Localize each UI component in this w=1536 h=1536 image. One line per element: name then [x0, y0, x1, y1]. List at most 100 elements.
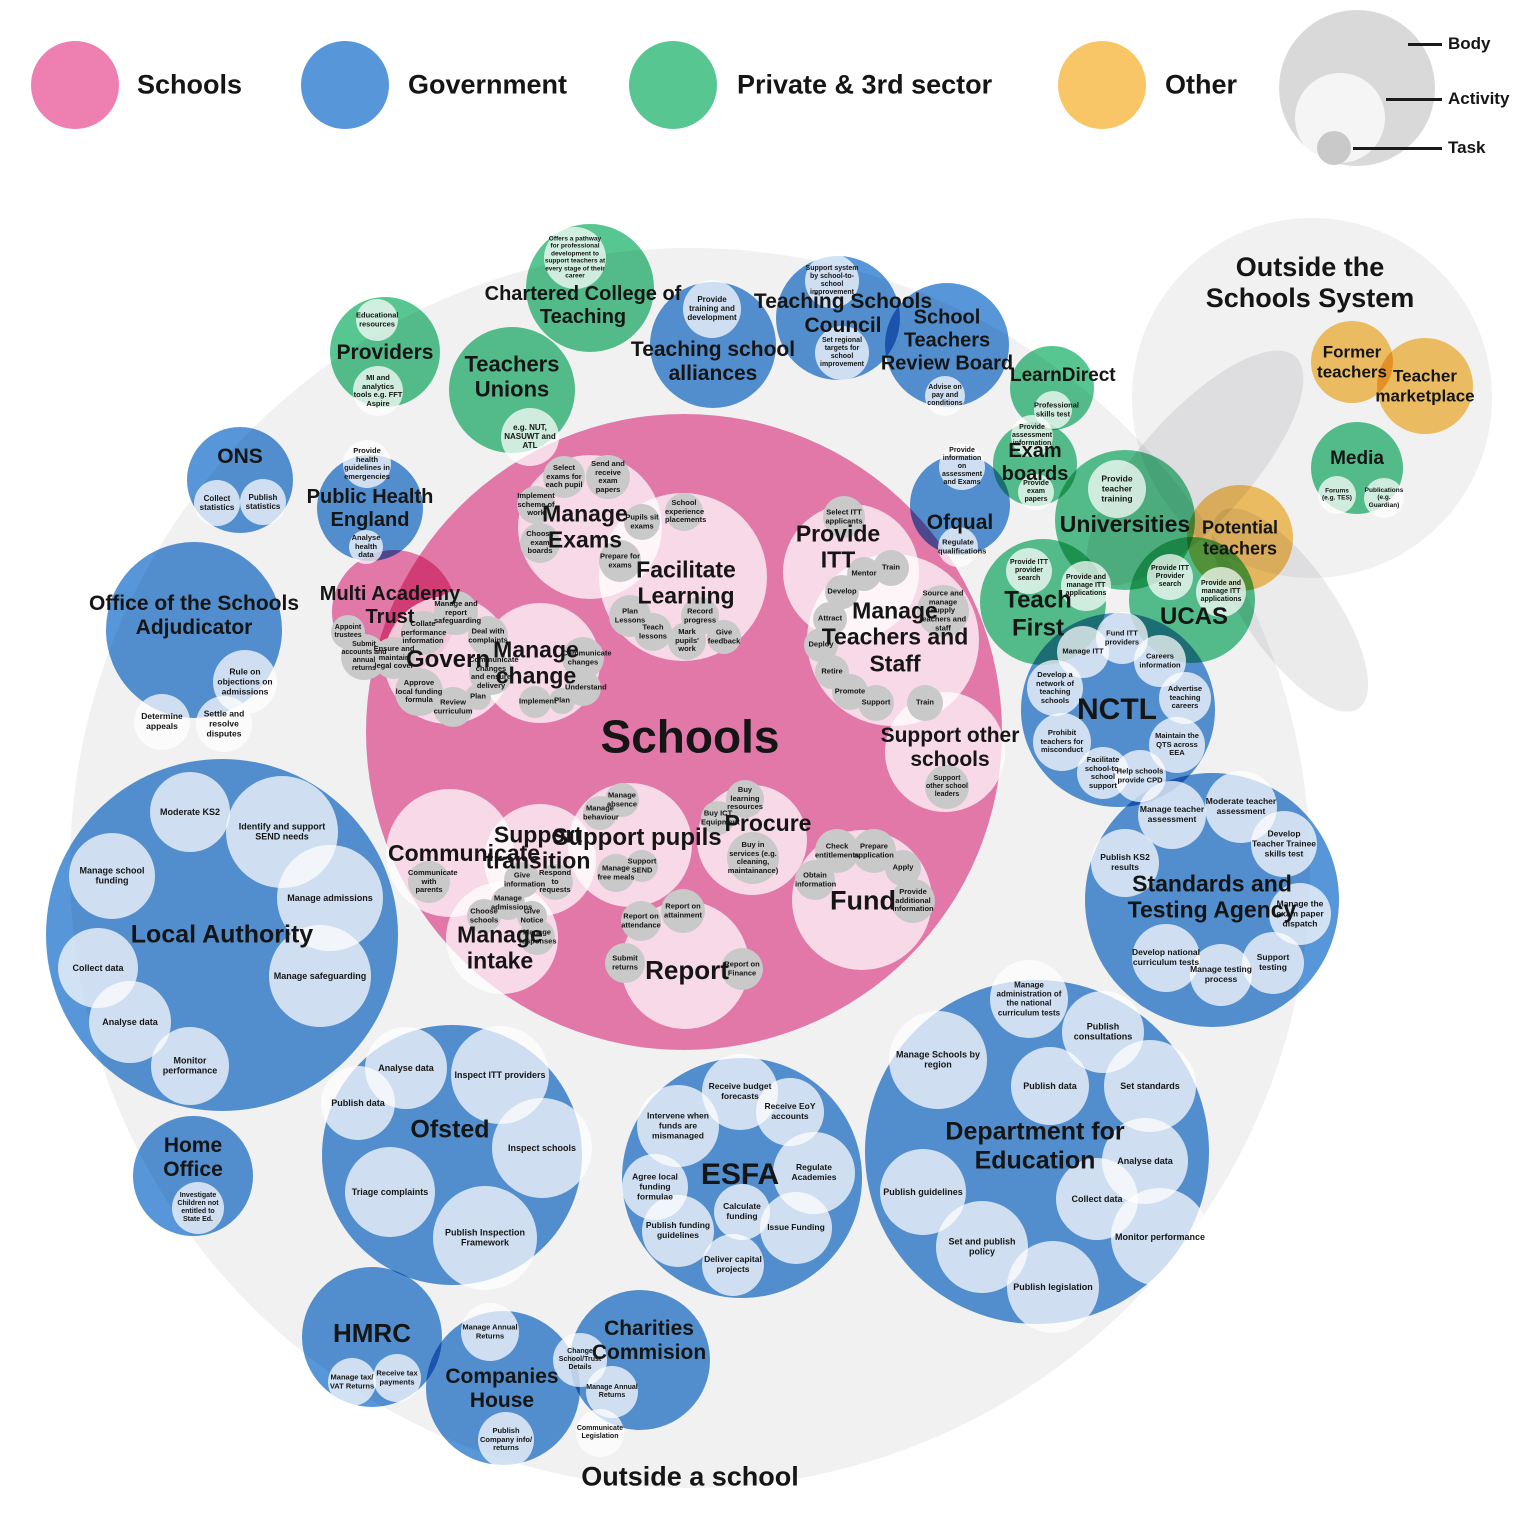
activity-manage-change-label: Manage change: [493, 636, 579, 689]
task-manage-behaviour-label: Manage behaviour: [583, 803, 619, 821]
activity-provide-training-development: [683, 280, 741, 338]
body-learndirect-label: LearnDirect: [1010, 365, 1116, 387]
task-record-progress-label: Record progress: [683, 606, 717, 624]
activity-manage-safeguarding-label: Manage safeguarding: [273, 970, 367, 981]
activity-publish-funding-guidelines-label: Publish funding guidelines: [645, 1220, 711, 1240]
activity-set-standards-label: Set standards: [1120, 1080, 1180, 1091]
activity-publications-label: Publications (e.g. Guardian): [1364, 486, 1404, 509]
activity-dfe-collect-data-label: Collect data: [1071, 1193, 1123, 1204]
legend-other-label: Other: [1165, 69, 1238, 100]
body-schools-adjudicator-label: Office of the Schools Adjudicator: [88, 591, 300, 639]
task-review-curriculum-label: Review curriculum: [433, 697, 473, 715]
legend-schools-label: Schools: [137, 69, 243, 100]
task-buy-ict-label: Buy ICT Equipment: [701, 808, 740, 826]
activity-publish-consultations-label: Publish consultations: [1073, 1021, 1133, 1042]
activity-develop-trainee-skills-test-label: Develop Teacher Trainee skills test: [1251, 828, 1317, 858]
body-esfa-label: ESFA: [700, 1157, 780, 1191]
activity-provide-info-assessment-label: Provide information on assessment and Ex…: [941, 446, 983, 487]
activity-dfe-analyse-data-label: Analyse data: [1117, 1155, 1173, 1166]
task-buy-learning-resources-label: Buy learning resources: [727, 785, 763, 812]
activity-nut-nasuwt-label: e.g. NUT, NASUWT and ATL: [504, 423, 556, 451]
activity-manage-schools-by-region-label: Manage Schools by region: [895, 1049, 981, 1070]
activity-develop-national-curriculum-tests-label: Develop national curriculum tests: [1132, 947, 1201, 967]
task-understand-label: Understand: [565, 682, 607, 692]
activity-publish-statistics: [240, 479, 286, 525]
task-ensure-legal-cover-label: Ensure and maintain legal cover: [373, 644, 415, 671]
legend-line-body: [1408, 43, 1442, 46]
task-manage-report-safeguarding-label: Manage and report safeguarding: [434, 599, 482, 626]
activity-settle-disputes: [196, 696, 252, 752]
activity-triage-complaints: [345, 1147, 435, 1237]
task-manage-responses-label: Manage responses: [519, 927, 557, 945]
activity-support-testing-label: Support testing: [1256, 952, 1290, 972]
activity-tf-manage-applications-label: Provide and manage ITT applications: [1065, 573, 1107, 598]
task-manage-absence-label: Manage absence: [606, 790, 638, 808]
activity-ch-annual-returns-label: Manage Annual Returns: [462, 1322, 518, 1340]
activity-dfe-monitor-performance-label: Monitor performance: [1114, 1231, 1205, 1242]
activity-manage-teachers-staff-label: Manage Teachers and Staff: [821, 597, 969, 677]
activity-admin-curriculum-tests-label: Manage administration of the national cu…: [996, 980, 1062, 1018]
activity-dfe-publish-data: [1011, 1047, 1089, 1125]
activity-support-testing: [1242, 932, 1304, 994]
activity-provide-info-assessment: [939, 444, 985, 490]
activity-la-monitor-performance: [151, 1027, 229, 1105]
task-buy-ict: [701, 801, 735, 835]
task-manage-absence: [605, 783, 639, 817]
task-respond-requests: [537, 864, 573, 900]
body-strb-label: School Teachers Review Board: [880, 306, 1014, 375]
task-mi-manage-admissions-label: Manage admissions: [491, 893, 533, 911]
task-approve-funding-formula-label: Approve local funding formula: [395, 678, 443, 705]
activity-set-regional-targets: [815, 326, 869, 380]
task-obtain-information: [795, 860, 835, 900]
task-apply-label: Apply: [892, 862, 914, 872]
activity-ofsted-publish-data: [321, 1066, 395, 1140]
legend-activity-label: Activity: [1448, 89, 1510, 109]
activity-manage-schools-by-region: [889, 1011, 987, 1109]
body-former-teachers-label: Former teachers: [1317, 342, 1387, 381]
activity-support-system-improvement: [805, 254, 859, 308]
body-charities-commission-label: Charities Commision: [591, 1316, 707, 1364]
activity-publish-legislation: [1007, 1241, 1099, 1333]
activity-support-system-improvement-label: Support system by school-to-school impro…: [805, 264, 859, 297]
task-manage-responses: [519, 919, 555, 955]
task-send-receive-papers-label: Send and receive exam papers: [591, 458, 625, 494]
activity-regulate-qualifications-label: Regulate qualifications: [938, 537, 987, 555]
activity-develop-teaching-network-label: Develop a network of teaching schools: [1036, 669, 1074, 705]
task-manage-free-meals-label: Manage free meals: [597, 863, 635, 881]
task-submit-accounts-label: Submit accounts and annual returns: [341, 640, 387, 673]
activity-receive-budget-forecasts-label: Receive budget forecasts: [708, 1081, 772, 1101]
activity-advertise-teaching-careers: [1159, 672, 1211, 724]
body-public-health-england-label: Public Health England: [306, 486, 434, 531]
task-report-attendance: [621, 901, 661, 941]
outside-system-label: Outside the Schools System: [1205, 251, 1415, 313]
activity-manage-school-funding: [69, 833, 155, 919]
activity-regulate-qualifications: [938, 527, 978, 567]
activity-investigate-children: [172, 1182, 224, 1234]
task-prepare-for-exams: [599, 540, 641, 582]
legend-line-task: [1353, 147, 1442, 150]
body-media-label: Media: [1330, 448, 1384, 470]
activity-publish-company-info: [478, 1412, 534, 1468]
task-select-exams-label: Select exams for each pupil: [545, 463, 583, 490]
body-standards-testing-agency-label: Standards and Testing Agency: [1127, 870, 1297, 923]
task-pupils-sit-exams-label: Pupils sit exams: [625, 512, 659, 530]
activity-determine-appeals: [134, 694, 190, 750]
activity-publish-legislation-label: Publish legislation: [1013, 1281, 1093, 1292]
body-teachers-unions-label: Teachers Unions: [464, 351, 560, 402]
task-communicate-parents: [408, 861, 450, 903]
body-teacher-marketplace: [1377, 338, 1473, 434]
task-report-finance: [721, 948, 763, 990]
activity-help-schools-cpd: [1114, 750, 1166, 802]
activity-tf-provider-search: [1006, 548, 1052, 594]
body-ofsted-label: Ofsted: [410, 1115, 490, 1144]
activity-communicate-label: Communicate: [388, 839, 541, 866]
activity-intervene-funds-label: Intervene when funds are mismanaged: [647, 1110, 709, 1140]
task-report-attendance-label: Report on attendance: [621, 911, 661, 929]
activity-agree-local-funding-label: Agree local funding formulae: [632, 1171, 678, 1201]
activity-inspect-schools: [492, 1098, 592, 1198]
activity-help-schools-cpd-label: Help schools provide CPD: [1116, 766, 1164, 784]
task-support-school-leaders-label: Support other school leaders: [925, 774, 968, 799]
task-mark-pupils-work-label: Mark pupils' work: [675, 627, 699, 654]
task-deal-complaints-label: Deal with complaints: [468, 626, 508, 644]
activity-receive-tax-payments: [373, 1354, 421, 1402]
